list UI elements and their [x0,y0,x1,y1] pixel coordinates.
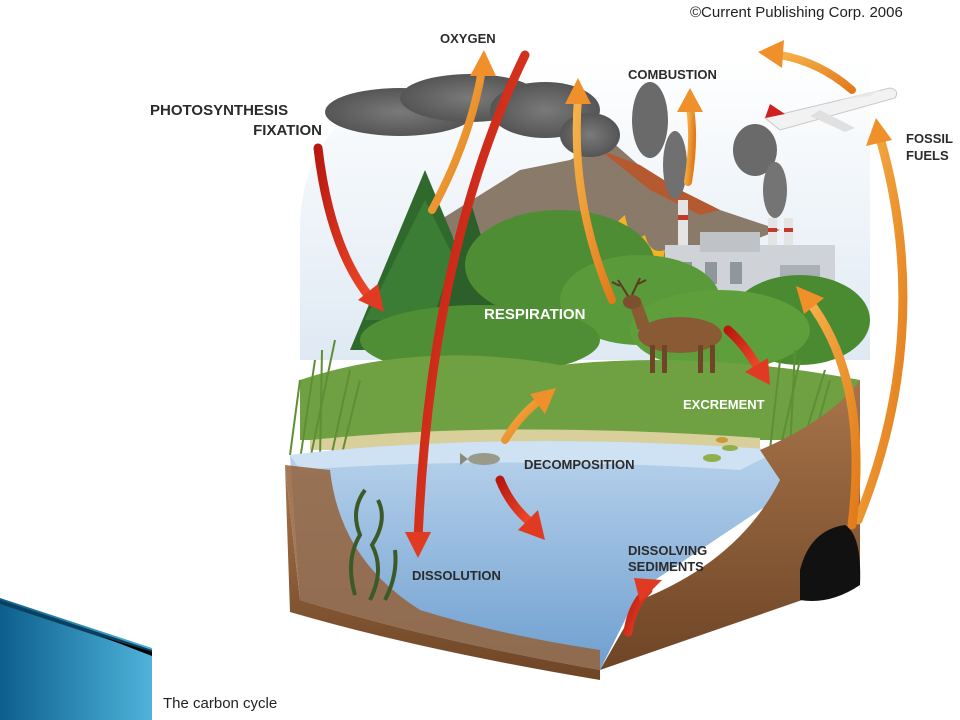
dissolution-arrow [405,50,530,558]
seaweed [349,488,398,601]
label-dissolving: DISSOLVING [628,543,707,558]
fossil-fuels-to-plane-arrow [853,118,908,525]
label-fixation: FIXATION [253,122,322,139]
reeds [289,339,831,463]
label-fuels: FUELS [906,148,949,163]
soil-right [600,380,861,670]
label-dissolution: DISSOLUTION [412,568,501,583]
deer [611,277,722,373]
label-decomposition: DECOMPOSITION [524,457,635,472]
airplane-exhaust-arrow [758,40,856,94]
combustion-arrow [677,88,703,186]
photosynthesis-arrow [313,143,384,312]
copyright-notice: ©Current Publishing Corp. 2006 [690,4,903,21]
label-excrement: EXCREMENT [683,397,765,412]
decomposition-down-arrow [495,475,545,540]
decomposition-up-arrow [501,388,556,444]
fossil-fuels-to-factory-arrow [796,286,861,530]
label-oxygen: OXYGEN [440,31,496,46]
label-fossil: FOSSIL [906,131,953,146]
airplane [763,87,898,132]
label-combustion: COMBUSTION [628,67,717,82]
label-sediments: SEDIMENTS [628,559,704,574]
corner-accent [0,598,152,720]
fish [460,453,500,465]
soil-left [285,465,600,680]
label-respiration: RESPIRATION [484,306,585,323]
respiration-arrow [565,78,616,304]
label-photosynthesis: PHOTOSYNTHESIS [150,102,288,119]
lily-pads [703,437,738,462]
figure-caption: The carbon cycle [163,695,278,712]
dissolving-sediments-arrow [623,578,662,637]
excrement-arrow [723,325,770,385]
oxygen-arrow [428,50,496,214]
